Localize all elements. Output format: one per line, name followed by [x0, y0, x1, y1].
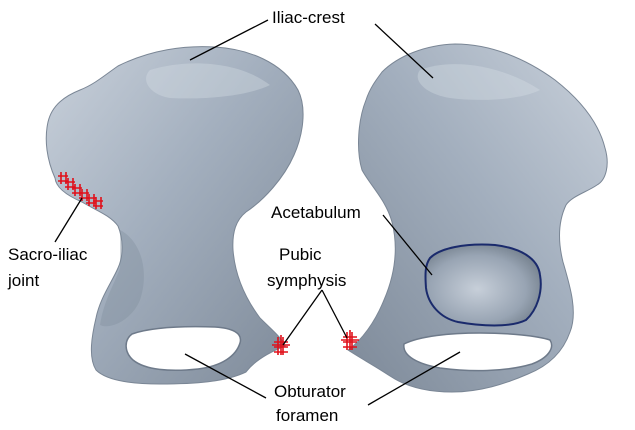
pubic-symphysis-label-line2: symphysis [267, 270, 346, 291]
obturator-foramen-label-line1: Obturator [274, 381, 346, 402]
leader-pubic-right [322, 290, 347, 338]
iliac-crest-label: Iliac-crest [272, 7, 345, 28]
pubic-symphysis-label-line1: Pubic [279, 244, 322, 265]
leader-pubic-left [283, 290, 322, 345]
acetabulum-cup [425, 245, 540, 326]
leader-sacro-iliac [55, 198, 82, 242]
obturator-foramen-label-line2: foramen [276, 405, 338, 426]
right-hip-bone [348, 44, 607, 392]
right-obturator-foramen [404, 333, 552, 371]
left-hip-bone [46, 47, 303, 384]
sacro-iliac-label-line2: joint [8, 270, 39, 291]
sacro-iliac-label-line1: Sacro-iliac [8, 244, 87, 265]
acetabulum-label: Acetabulum [271, 202, 361, 223]
